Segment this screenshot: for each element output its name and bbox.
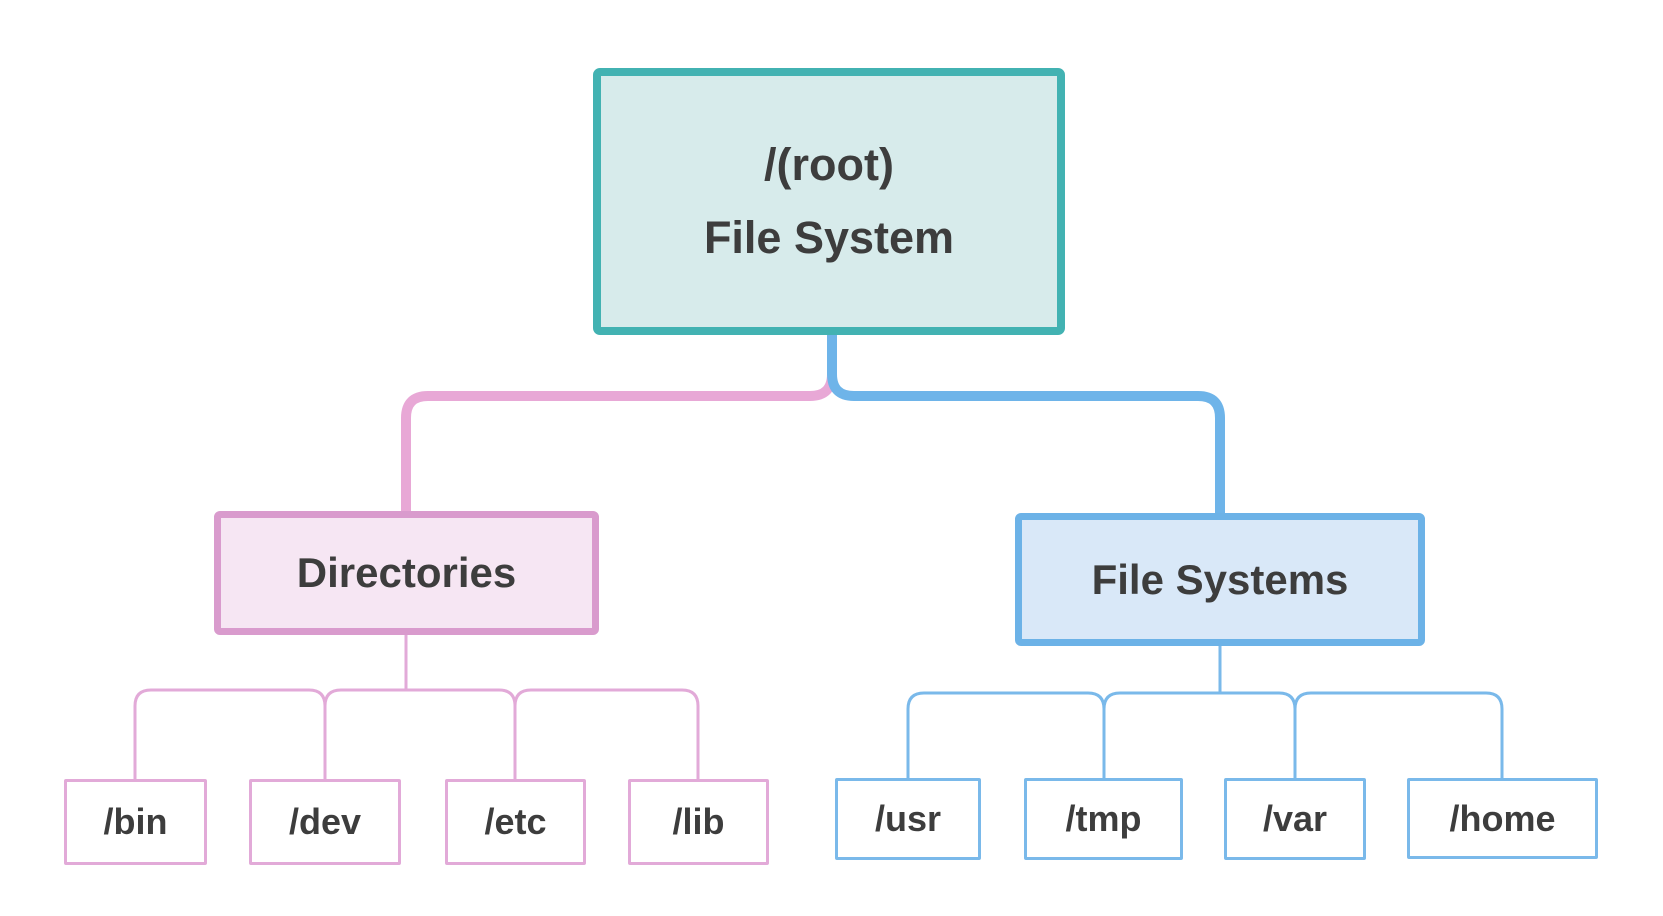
node-lib: /lib bbox=[628, 779, 769, 865]
node-directories: Directories bbox=[214, 511, 599, 635]
file-systems-label: File Systems bbox=[1091, 555, 1349, 603]
node-var: /var bbox=[1224, 778, 1366, 860]
connector-filesystems-bus-var-home bbox=[1293, 691, 1504, 781]
directories-label: Directories bbox=[296, 549, 517, 596]
lib-label: /lib bbox=[672, 801, 725, 842]
node-usr: /usr bbox=[835, 778, 981, 860]
node-etc: /etc bbox=[445, 779, 586, 865]
usr-label: /usr bbox=[874, 798, 942, 839]
connector-filesystems-bus-tmp-var bbox=[1102, 691, 1297, 781]
node-dev: /dev bbox=[249, 779, 401, 865]
connector-directories-bus-etc-lib bbox=[513, 688, 700, 782]
root-label-line1: /(root) bbox=[764, 138, 894, 190]
tmp-label: /tmp bbox=[1065, 798, 1142, 839]
home-label: /home bbox=[1449, 797, 1556, 839]
root-label-line2: File System bbox=[703, 211, 955, 263]
dev-label: /dev bbox=[288, 801, 362, 842]
var-label: /var bbox=[1262, 798, 1328, 839]
node-bin: /bin bbox=[64, 779, 207, 865]
node-root-file-system: /(root) File System bbox=[593, 68, 1065, 335]
connector-root-to-directories bbox=[401, 325, 837, 518]
etc-label: /etc bbox=[484, 801, 547, 842]
node-file-systems: File Systems bbox=[1015, 513, 1425, 646]
bin-label: /bin bbox=[103, 801, 168, 842]
connector-filesystems-bus-usr-tmp bbox=[906, 691, 1106, 781]
connector-root-to-filesystems bbox=[827, 325, 1225, 520]
node-tmp: /tmp bbox=[1024, 778, 1183, 860]
node-home: /home bbox=[1407, 778, 1598, 859]
connector-directories-bus-dev-etc bbox=[323, 688, 517, 782]
connector-directories-bus-bin-dev bbox=[133, 688, 327, 782]
